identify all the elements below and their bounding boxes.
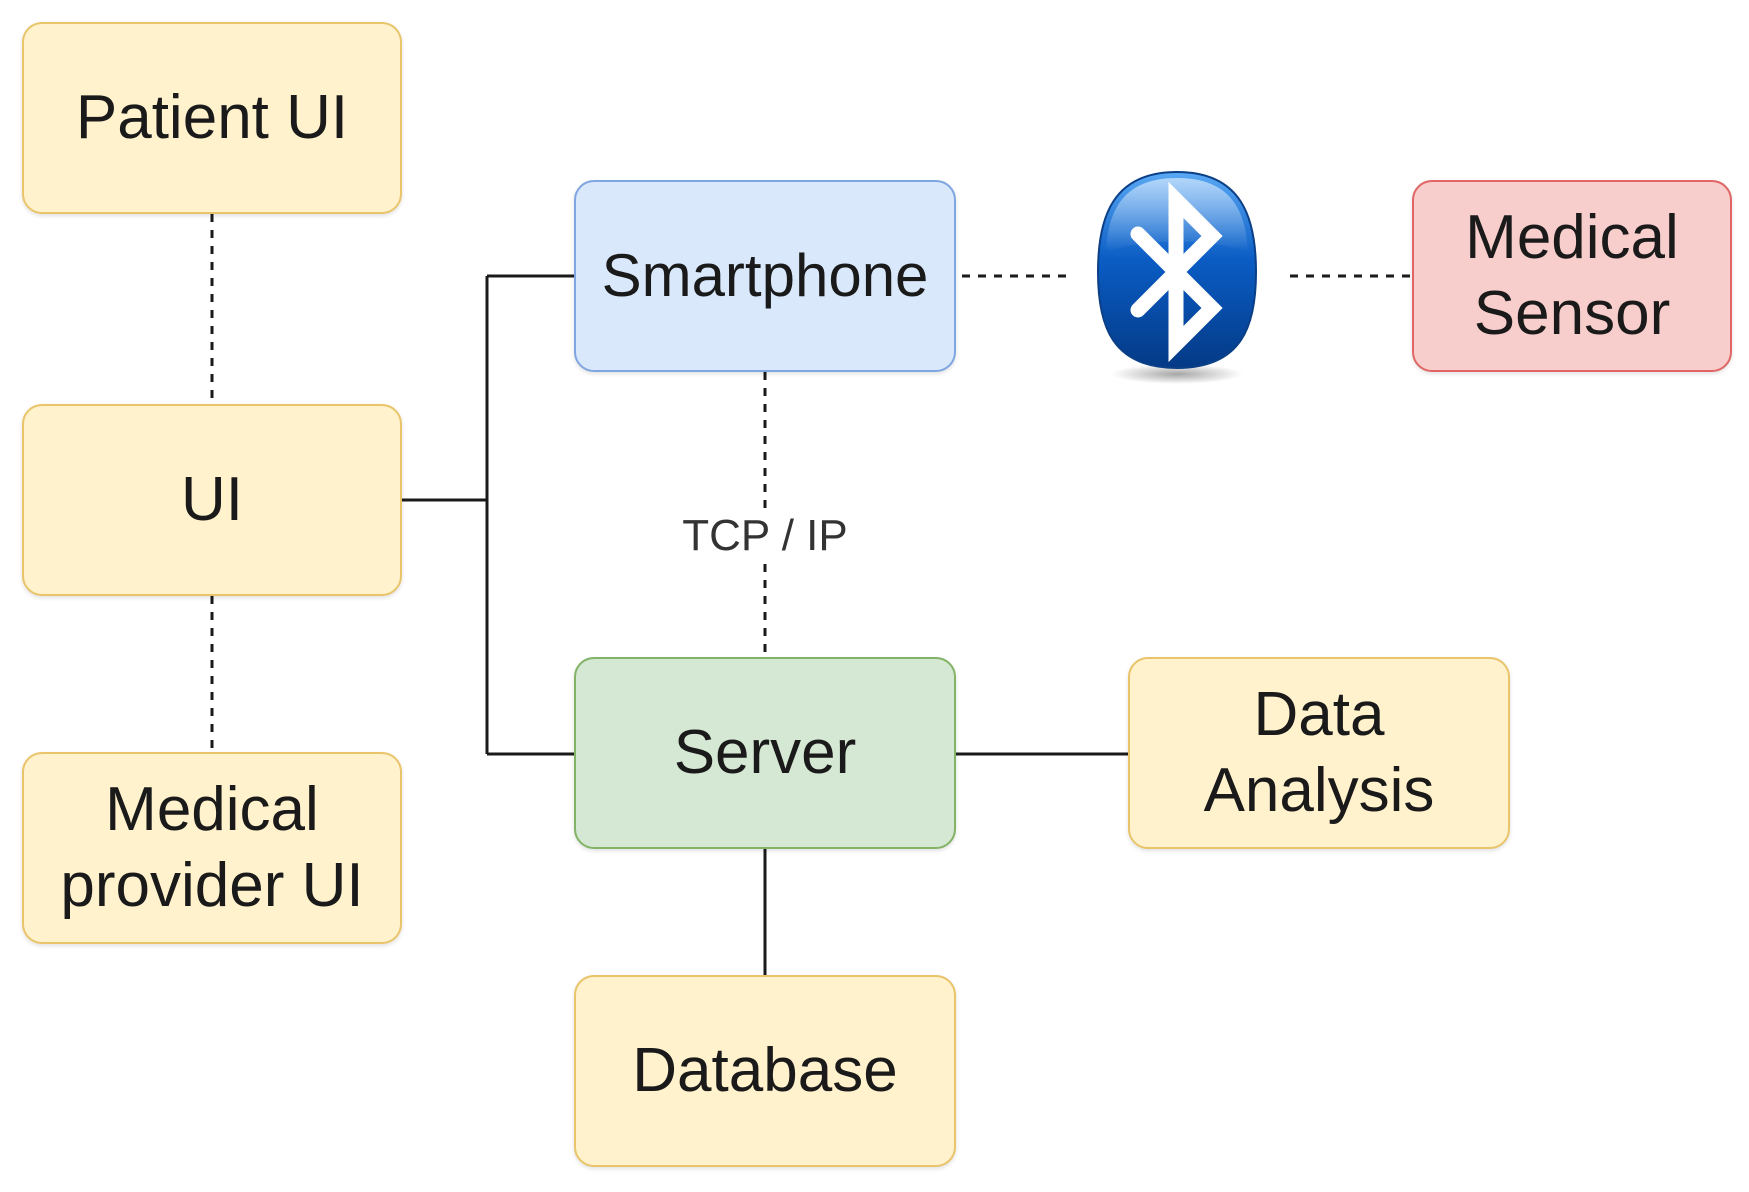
medical-provider-ui-node: Medical provider UI: [22, 752, 402, 944]
bluetooth-icon: [1096, 170, 1258, 384]
ui-node: UI: [22, 404, 402, 596]
medical-sensor-node: Medical Sensor: [1412, 180, 1732, 372]
ui-bus-connector: [402, 274, 574, 756]
patient-ui-label: Patient UI: [75, 83, 349, 153]
smartphone-label: Smartphone: [601, 242, 929, 310]
server-label: Server: [673, 718, 857, 788]
patient-ui-node: Patient UI: [22, 22, 402, 214]
data-analysis-label: Data Analysis: [1203, 680, 1435, 825]
medical-sensor-label: Medical Sensor: [1465, 203, 1679, 348]
database-node: Database: [574, 975, 956, 1167]
ui-label: UI: [181, 465, 243, 535]
medical-provider-ui-label: Medical provider UI: [60, 775, 364, 920]
database-label: Database: [632, 1036, 898, 1106]
smartphone-node: Smartphone: [574, 180, 956, 372]
data-analysis-node: Data Analysis: [1128, 657, 1510, 849]
server-node: Server: [574, 657, 956, 849]
tcp-ip-edge-label: TCP / IP: [660, 508, 870, 564]
